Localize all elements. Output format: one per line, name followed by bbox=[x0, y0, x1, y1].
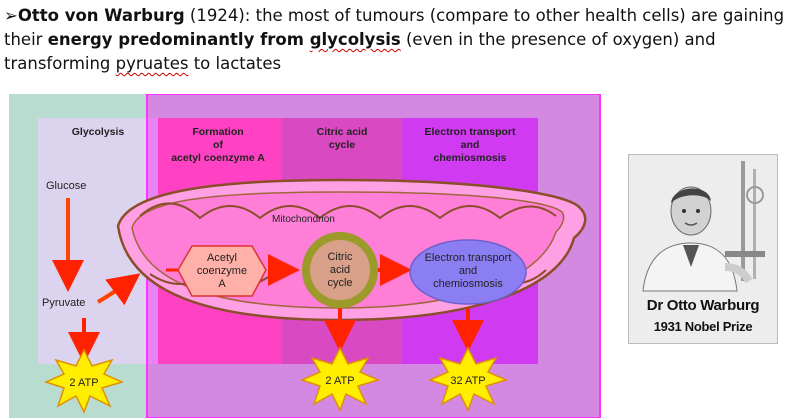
atp-burst-3 bbox=[427, 346, 509, 412]
electron-inner-3: chemiosmosis bbox=[433, 278, 503, 290]
name-bold: Otto von Warburg bbox=[17, 6, 185, 25]
portrait-caption-prize: 1931 Nobel Prize bbox=[653, 319, 753, 334]
text-part-2: (1924): the most of tumours (compare to … bbox=[4, 6, 785, 49]
atp-label-1: 2 ATP bbox=[69, 377, 98, 389]
pyruvate-label: Pyruvate bbox=[42, 297, 85, 309]
electron-inner-1: Electron transport bbox=[425, 252, 512, 264]
portrait-illustration bbox=[629, 155, 777, 343]
header-electron-3: chemiosmosis bbox=[434, 152, 507, 164]
slide-text: ➢Otto von Warburg (1924): the most of tu… bbox=[4, 4, 790, 76]
bullet-arrow-icon: ➢ bbox=[4, 6, 18, 25]
acetyl-label-2: coenzyme bbox=[197, 265, 247, 277]
electron-transport-ellipse bbox=[409, 239, 527, 305]
warburg-portrait: Dr Otto Warburg 1931 Nobel Prize bbox=[628, 154, 778, 344]
header-glycolysis: Glycolysis bbox=[72, 126, 125, 138]
portrait-caption-name: Dr Otto Warburg bbox=[646, 297, 760, 314]
citric-inner-1: Citric bbox=[327, 251, 353, 263]
atp-label-3: 32 ATP bbox=[450, 375, 485, 387]
mitochondrion-label: Mitochondrion bbox=[272, 214, 335, 225]
pyruvate-transport-arrow bbox=[96, 273, 141, 306]
header-citric-1: Citric acid bbox=[317, 126, 368, 138]
citric-cycle-arrowhead bbox=[370, 262, 380, 274]
glucose-label: Glucose bbox=[46, 180, 86, 192]
electron-inner-2: and bbox=[459, 265, 477, 277]
header-formation-3: acetyl coenzyme A bbox=[171, 152, 265, 164]
text-part-7: to lactates bbox=[188, 54, 282, 73]
header-citric-2: cycle bbox=[329, 139, 355, 151]
atp-label-2: 2 ATP bbox=[325, 375, 354, 387]
glycolysis-bold: glycolysis bbox=[309, 30, 401, 49]
citric-inner-2: acid bbox=[330, 264, 350, 276]
atp-burst-1 bbox=[43, 348, 125, 414]
acetyl-label-1: Acetyl bbox=[207, 252, 237, 264]
header-formation-2: of bbox=[213, 139, 223, 151]
acetyl-label-3: A bbox=[218, 278, 226, 290]
text-part-5: (even in the presence of oxygen) and tra… bbox=[4, 30, 716, 73]
header-electron-2: and bbox=[461, 139, 480, 151]
header-electron-1: Electron transport bbox=[424, 126, 516, 138]
cellular-respiration-diagram: Glycolysis Formation of acetyl coenzyme … bbox=[9, 94, 601, 418]
energy-bold: energy predominantly from bbox=[47, 30, 310, 49]
pyruates-word: pyruates bbox=[115, 54, 189, 73]
atp-burst-2 bbox=[299, 346, 381, 412]
header-formation-1: Formation bbox=[192, 126, 243, 138]
citric-inner-3: cycle bbox=[327, 277, 352, 289]
